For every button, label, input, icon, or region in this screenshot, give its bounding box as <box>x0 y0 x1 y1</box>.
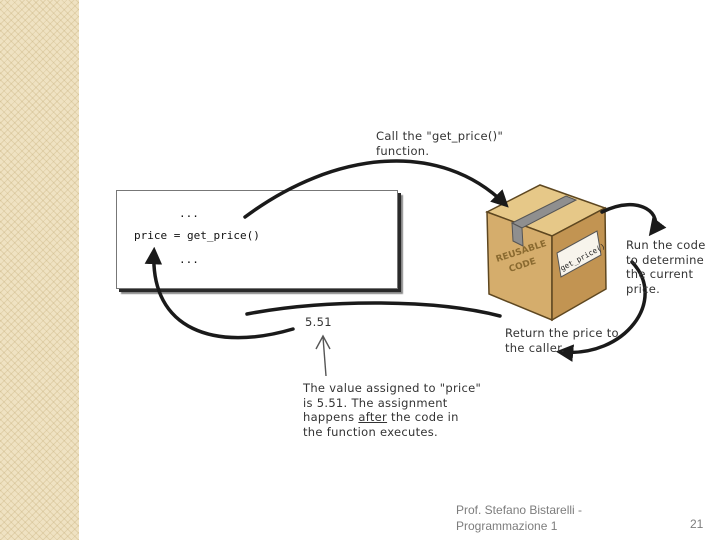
footer-author-line2: Programmazione 1 <box>456 518 558 533</box>
call-function-note: Call the "get_price()" function. <box>376 129 503 158</box>
value-pointer-arrow <box>322 336 327 377</box>
assignment-explanation-note: The value assigned to "price" is 5.51. T… <box>303 381 481 440</box>
footer-author: Prof. Stefano Bistarelli - Programmazion… <box>456 503 582 534</box>
run-arrow <box>600 202 667 237</box>
return-price-note: Return the price to the caller. <box>505 326 619 355</box>
page-number: 21 <box>690 517 704 531</box>
assignment-note-line4: the function executes. <box>303 425 439 440</box>
code-ellipsis-top: ... <box>179 207 199 220</box>
code-listing-card: ... price = get_price() ... <box>116 190 398 289</box>
value-pointer-arrowhead <box>315 334 331 350</box>
assignment-note-line1: The value assigned to "price" <box>303 381 482 395</box>
run-note-line4: price. <box>626 282 661 297</box>
return-note-line2: the caller. <box>505 340 565 355</box>
run-code-note: Run the code to determine the current pr… <box>626 238 706 297</box>
assign-arrow <box>144 246 295 340</box>
decorative-sidebar <box>0 0 79 540</box>
assignment-note-emphasis: after <box>358 410 388 425</box>
return-arrow <box>245 301 502 318</box>
call-note-line1: Call the "get_price()" <box>376 129 504 143</box>
assignment-note-line3-before: happens <box>303 410 359 425</box>
return-note-line1: Return the price to <box>505 326 619 340</box>
run-note-line3: the current <box>626 267 694 282</box>
call-arrow <box>243 159 509 219</box>
assignment-note-line3-after: the code in <box>387 410 459 425</box>
code-ellipsis-bottom: ... <box>179 253 199 266</box>
reusable-code-box: REUSABLE CODE get_price() <box>485 184 607 322</box>
assignment-note-line3: happens after the code in <box>303 410 481 425</box>
footer-author-line1: Prof. Stefano Bistarelli - <box>456 503 583 517</box>
call-note-line2: function. <box>376 143 430 158</box>
run-note-line2: to determine <box>626 252 705 267</box>
code-statement: price = get_price() <box>134 229 260 242</box>
return-loop-arrow <box>555 260 647 362</box>
return-value-label: 5.51 <box>305 315 332 329</box>
assignment-note-line2: is 5.51. The assignment <box>303 395 448 410</box>
run-note-line1: Run the code <box>626 238 706 252</box>
